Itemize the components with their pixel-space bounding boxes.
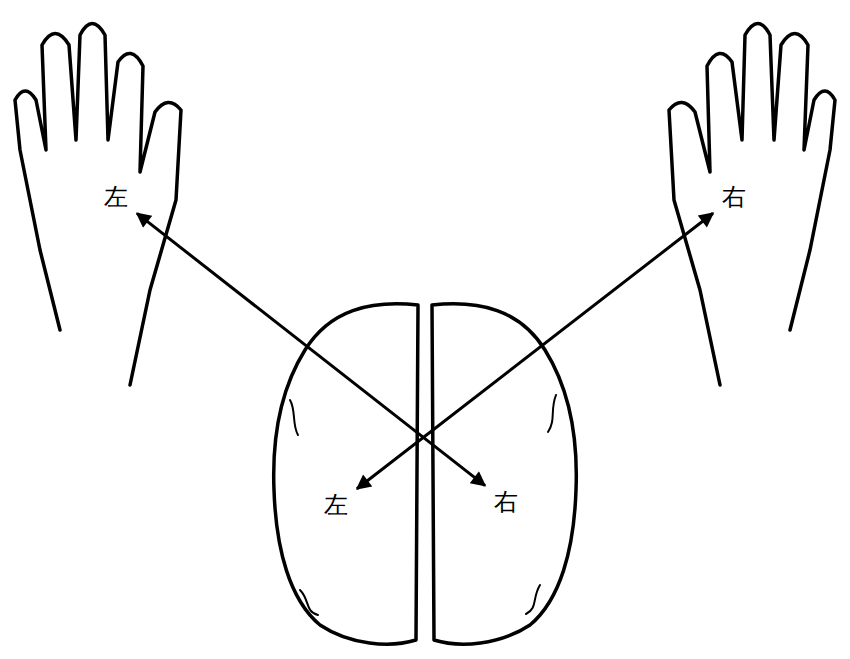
node-label: 左 (324, 492, 348, 518)
node-label: 右 (494, 489, 518, 515)
nerve-pathway-arrow (137, 213, 485, 485)
node-label: 右 (722, 184, 746, 210)
hemisphere-label: 左 (319, 489, 353, 521)
hemisphere-label: 右 (489, 486, 523, 518)
hand-label: 右 (717, 181, 751, 213)
nerve-pathway-arrow (357, 213, 713, 488)
cortex-detail (290, 395, 556, 615)
right-hemisphere-outline (432, 304, 576, 644)
hand-label: 左 (99, 181, 133, 213)
left-hemisphere-outline (274, 304, 418, 644)
right-hand-outline (669, 24, 835, 386)
node-label: 左 (104, 184, 128, 210)
left-hand-outline (15, 24, 181, 386)
